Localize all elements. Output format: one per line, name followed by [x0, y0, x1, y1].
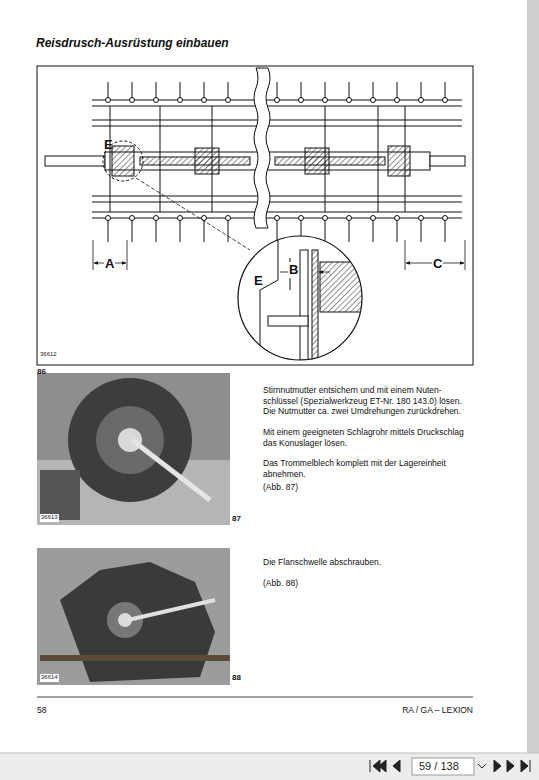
dimension-label: B: [288, 262, 299, 278]
figure-number: 87: [232, 514, 241, 524]
figure-reference: (Abb. 88): [263, 578, 298, 589]
figure-id: 36612: [40, 351, 57, 359]
dimension-label: A: [104, 256, 115, 272]
figure-id: 36613: [40, 514, 59, 522]
body-text: Die Flanschwelle abschrauben.: [263, 557, 475, 568]
figure-number: 88: [232, 673, 241, 683]
page-title: Reisdrusch-Ausrüstung einbauen: [36, 36, 229, 51]
figure-id: 36614: [40, 674, 59, 682]
body-text: Mit einem geeigneten Schlagrohr mittels …: [263, 427, 475, 448]
page-counter: 59 / 138: [419, 760, 459, 774]
label-letter: E: [104, 137, 113, 153]
body-text: Das Trommelblech komplett mit der Lagere…: [263, 458, 475, 479]
body-text: Stirnnutmutter entsichern und mit einem …: [263, 385, 475, 417]
page-number: 58: [37, 705, 46, 716]
footer-text: RA / GA – LEXION: [402, 705, 473, 716]
label-letter: E: [254, 273, 263, 289]
figure-number: 86: [37, 367, 46, 377]
figure-reference: (Abb. 87): [263, 482, 298, 493]
dimension-label: C: [432, 256, 443, 272]
